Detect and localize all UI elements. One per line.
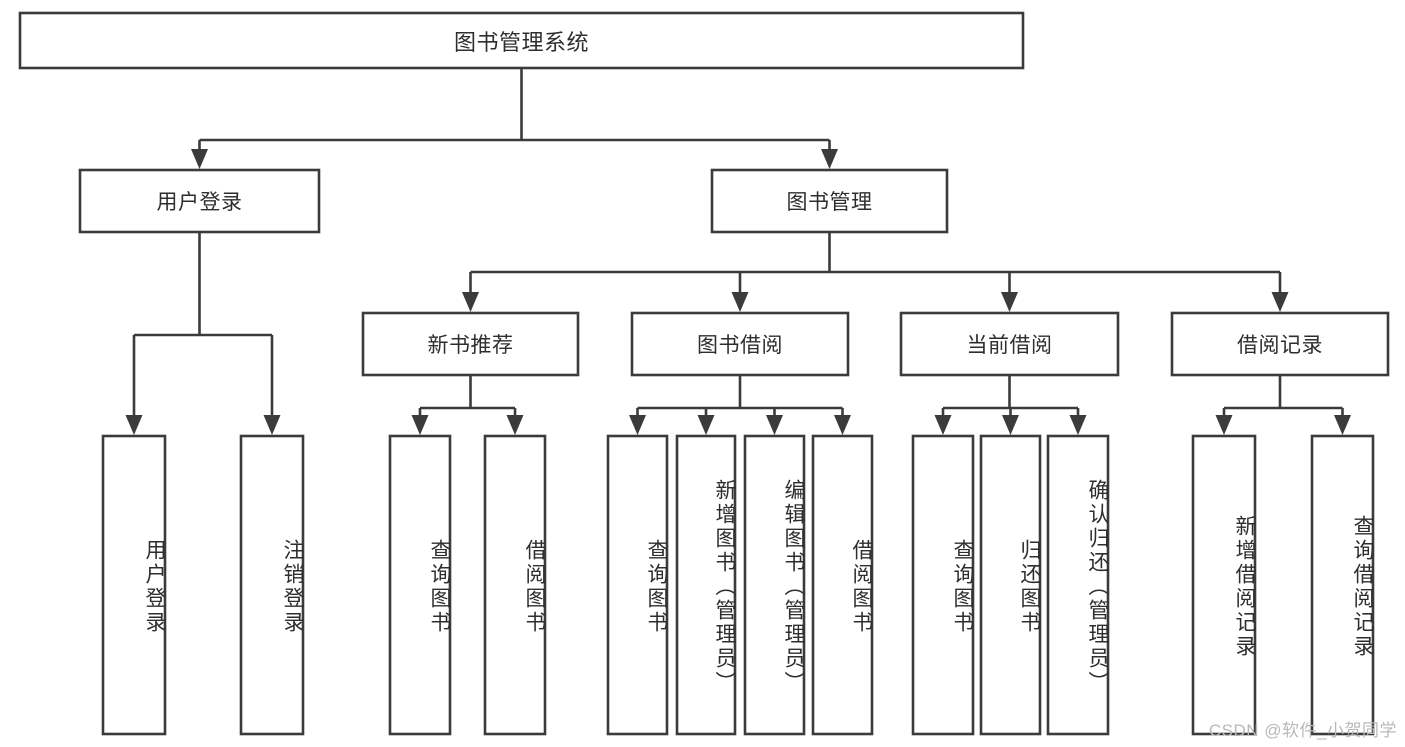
node-box-查询借阅记录[interactable] [1310, 434, 1375, 736]
node-box-当前借阅[interactable] [899, 311, 1120, 377]
node-box-注销登录[interactable] [239, 434, 305, 736]
level2-3-leaves-arrow-0 [1215, 415, 1233, 435]
node-box-借阅记录[interactable] [1170, 311, 1390, 377]
node-box-查询图书[interactable] [911, 434, 975, 736]
node-box-新增借阅记录[interactable] [1191, 434, 1257, 736]
yonghudenglu-leaves-arrow-1 [263, 415, 281, 435]
root-to-level1-arrow-1 [821, 149, 838, 169]
level2-2-leaves-arrow-2 [1069, 415, 1087, 435]
watermark-text: CSDN @软件_小贺同学 [1208, 721, 1397, 740]
node-box-确认归还管理员[interactable] [1046, 434, 1110, 736]
level2-1-leaves-arrow-3 [834, 415, 851, 435]
node-box-用户登录[interactable] [78, 168, 321, 234]
connector-layer [125, 68, 1351, 435]
node-box-新书推荐[interactable] [361, 311, 580, 377]
node-box-查询图书[interactable] [388, 434, 452, 736]
box-layer [18, 11, 1390, 736]
node-box-图书管理系统[interactable] [18, 11, 1025, 70]
level2-2-leaves-arrow-0 [934, 415, 952, 435]
图书管理-to-level2-arrow-0 [462, 292, 479, 312]
图书管理-to-level2-arrow-3 [1271, 292, 1289, 312]
node-box-用户登录[interactable] [101, 434, 167, 736]
level2-0-leaves-arrow-0 [411, 415, 429, 435]
node-box-归还图书[interactable] [979, 434, 1042, 736]
level2-1-leaves-arrow-0 [629, 415, 646, 435]
root-to-level1-arrow-0 [191, 149, 208, 169]
yonghudenglu-leaves-arrow-0 [125, 415, 143, 435]
图书管理-to-level2-arrow-2 [1001, 292, 1018, 312]
node-box-查询图书[interactable] [606, 434, 669, 736]
node-box-新增图书管理员[interactable] [675, 434, 737, 736]
node-box-图书借阅[interactable] [630, 311, 850, 377]
node-box-编辑图书管理员[interactable] [743, 434, 806, 736]
node-box-借阅图书[interactable] [811, 434, 874, 736]
node-box-借阅图书[interactable] [483, 434, 547, 736]
level2-0-leaves-arrow-1 [506, 415, 524, 435]
level2-3-leaves-arrow-1 [1334, 415, 1351, 435]
level2-1-leaves-arrow-2 [766, 415, 783, 435]
node-box-图书管理[interactable] [710, 168, 949, 234]
图书管理-to-level2-arrow-1 [731, 292, 749, 312]
level2-1-leaves-arrow-1 [697, 415, 715, 435]
level2-2-leaves-arrow-1 [1002, 415, 1019, 435]
